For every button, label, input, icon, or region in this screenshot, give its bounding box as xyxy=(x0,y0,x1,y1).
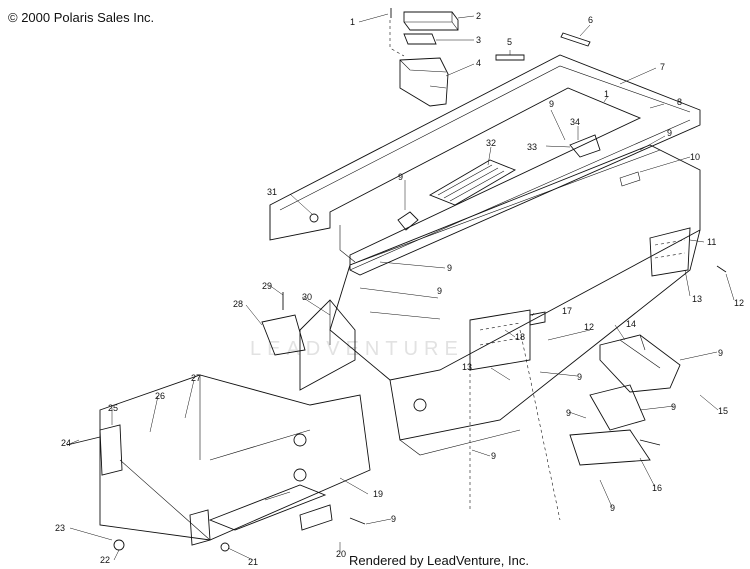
bolt-24 xyxy=(66,436,101,446)
hitch-housing xyxy=(599,334,681,393)
frame-body xyxy=(329,144,701,381)
tub-hole xyxy=(293,433,307,447)
latch-pad xyxy=(403,33,437,45)
bracket-33 xyxy=(569,134,601,158)
tub-hole-2 xyxy=(293,468,307,482)
callout-12b: 12 xyxy=(584,322,594,332)
callout-9h: 9 xyxy=(566,408,571,418)
pin xyxy=(639,439,661,446)
callout-23: 23 xyxy=(55,523,65,533)
watermark: LEADVENTURE xyxy=(250,338,464,360)
foam-strip xyxy=(495,54,525,61)
callout-24: 24 xyxy=(61,438,71,448)
screw-9l xyxy=(349,517,366,525)
lower-tub xyxy=(99,374,371,546)
callout-28: 28 xyxy=(233,299,243,309)
hitch-pin-bracket xyxy=(569,429,651,466)
screw-12 xyxy=(716,265,727,273)
callout-20: 20 xyxy=(336,549,346,559)
callout-1b: 1 xyxy=(604,89,609,99)
side-panel xyxy=(299,299,356,391)
hinge-bracket xyxy=(99,424,123,476)
callout-13: 13 xyxy=(692,294,702,304)
callout-29: 29 xyxy=(262,281,272,291)
mount-bracket-28 xyxy=(261,314,306,356)
callout-9e: 9 xyxy=(437,286,442,296)
callout-18: 18 xyxy=(515,332,525,342)
callout-4: 4 xyxy=(476,58,481,68)
callout-33: 33 xyxy=(527,142,537,152)
callouts: 1 2 3 4 5 6 7 1 8 9 34 33 9 10 32 9 31 1… xyxy=(55,11,744,567)
callout-34: 34 xyxy=(570,117,580,127)
callout-25: 25 xyxy=(108,403,118,413)
lower-chassis xyxy=(389,229,701,521)
rack-frame xyxy=(269,54,701,276)
callout-9i: 9 xyxy=(671,402,676,412)
callout-9j: 9 xyxy=(491,451,496,461)
tub-slot xyxy=(189,509,211,546)
rack-tray xyxy=(428,159,517,206)
rack-bolt xyxy=(309,213,319,223)
nut-22 xyxy=(113,539,125,551)
callout-2: 2 xyxy=(476,11,481,21)
tab-17 xyxy=(529,311,546,326)
callout-9c: 9 xyxy=(398,172,403,182)
callout-1: 1 xyxy=(350,17,355,27)
callout-22: 22 xyxy=(100,555,110,565)
callout-9a: 9 xyxy=(549,99,554,109)
callout-7: 7 xyxy=(660,62,665,72)
hitch-plate xyxy=(589,384,646,431)
plate-20 xyxy=(299,504,333,531)
copyright-notice: © 2000 Polaris Sales Inc. xyxy=(8,10,155,25)
side-bracket xyxy=(649,227,691,277)
callout-17: 17 xyxy=(562,306,572,316)
callout-5: 5 xyxy=(507,37,512,47)
tub-floor xyxy=(208,484,327,531)
callout-8: 8 xyxy=(677,97,682,107)
callout-9g: 9 xyxy=(577,372,582,382)
callout-9f: 9 xyxy=(718,348,723,358)
callout-26: 26 xyxy=(155,391,165,401)
callout-3: 3 xyxy=(476,35,481,45)
callout-11: 11 xyxy=(707,237,716,247)
foam-strip-long xyxy=(560,32,591,47)
callout-32: 32 xyxy=(486,138,496,148)
callout-15: 15 xyxy=(718,406,728,416)
clip xyxy=(397,211,419,231)
footer-credit: Rendered by LeadVenture, Inc. xyxy=(349,553,529,568)
callout-9l: 9 xyxy=(391,514,396,524)
callout-6: 6 xyxy=(588,15,593,25)
storage-latch xyxy=(403,11,459,31)
leader-lines xyxy=(66,13,735,561)
callout-9b: 9 xyxy=(667,128,672,138)
callout-21: 21 xyxy=(248,557,258,567)
callout-30: 30 xyxy=(302,292,312,302)
callout-10: 10 xyxy=(690,152,700,162)
washer-21 xyxy=(220,542,230,552)
callout-14: 14 xyxy=(626,319,636,329)
storage-bin xyxy=(399,57,449,107)
callout-13b: 13 xyxy=(462,362,472,372)
callout-19: 19 xyxy=(373,489,383,499)
mounting-plate xyxy=(469,309,531,371)
callout-12: 12 xyxy=(734,298,744,308)
callout-9d: 9 xyxy=(447,263,452,273)
callout-27: 27 xyxy=(191,373,201,383)
callout-9k: 9 xyxy=(610,503,615,513)
callout-16: 16 xyxy=(652,483,662,493)
callout-31: 31 xyxy=(267,187,277,197)
chassis-hole xyxy=(413,398,427,412)
